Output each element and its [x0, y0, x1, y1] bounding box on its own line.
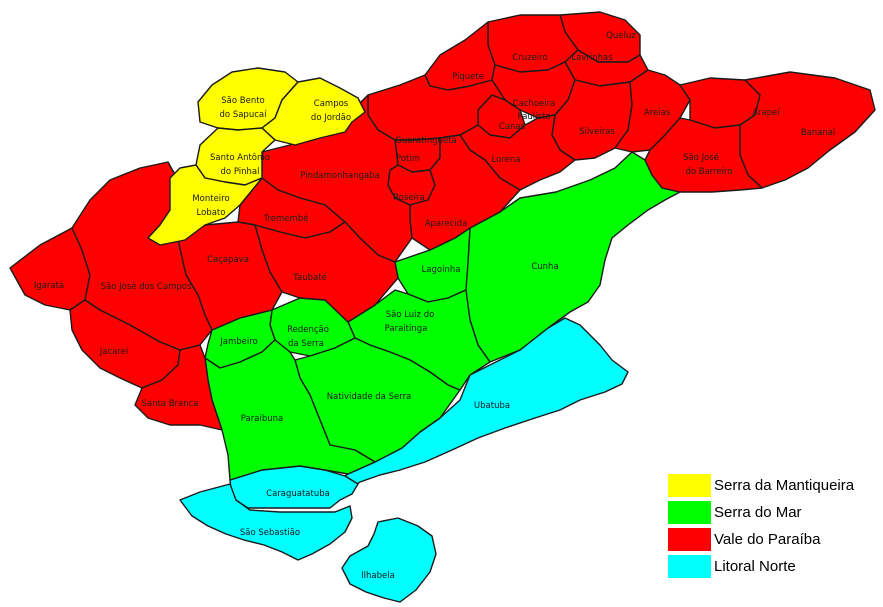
area-campos-jordao[interactable] [261, 77, 366, 146]
area-bananal[interactable] [739, 71, 876, 189]
legend-item-mar[interactable]: Serra do Mar [668, 501, 883, 524]
legend-label-mantiqueira: Serra da Mantiqueira [714, 477, 855, 494]
legend-label-mar: Serra do Mar [714, 504, 802, 521]
label-potim: Potim [396, 154, 420, 164]
region-serra-mantiqueira [147, 67, 366, 246]
legend-item-mantiqueira[interactable]: Serra da Mantiqueira [668, 474, 883, 497]
region-litoral-norte [179, 317, 629, 603]
legend-label-vale: Vale do Paraíba [714, 531, 821, 548]
label-santa-branca: Santa Branca [141, 399, 198, 409]
legend-swatch-vale [668, 528, 711, 551]
label-lorena: Lorena [492, 155, 521, 165]
legend-label-litoral: Litoral Norte [714, 558, 796, 575]
label-pindamonhangaba: Pindamonhangaba [300, 171, 379, 181]
label-jambeiro: Jambeiro [219, 337, 258, 347]
label-queluz: Queluz [606, 31, 636, 41]
label-aparecida: Aparecida [425, 219, 468, 229]
label-taubate: Taubaté [292, 272, 327, 283]
label-arapei: Arapeí [752, 108, 780, 118]
area-sao-jose-barreiro[interactable] [644, 117, 763, 193]
label-roseira: Roseira [393, 193, 424, 203]
label-cruzeiro: Cruzeiro [512, 53, 547, 63]
label-areias: Areias [644, 108, 671, 118]
legend-item-litoral[interactable]: Litoral Norte [668, 555, 883, 578]
label-ubatuba: Ubatuba [474, 401, 510, 411]
region-serra-do-mar [204, 151, 681, 481]
area-monteiro-lobato[interactable] [147, 164, 263, 246]
label-lagoinha: Lagoinha [422, 265, 461, 275]
label-silveiras: Silveiras [579, 127, 615, 137]
label-canas: Canas [499, 122, 526, 132]
label-sao-jose-campos: São José dos Campos [101, 281, 192, 292]
label-natividade: Natividade da Serra [327, 392, 412, 402]
area-santa-branca[interactable] [134, 344, 223, 431]
map-legend: Serra da Mantiqueira Serra do Mar Vale d… [668, 474, 883, 582]
label-tremembe: Tremembé [263, 213, 309, 224]
label-bananal: Bananal [801, 128, 836, 138]
label-cacapava: Caçapava [207, 255, 249, 265]
label-lavrinhas: Lavrinhas [571, 53, 613, 63]
label-sao-sebastiao: São Sebastião [240, 528, 300, 538]
region-vale-do-paraiba [9, 11, 876, 431]
label-jacarei: Jacareí [99, 347, 129, 357]
area-paraibuna[interactable] [204, 339, 376, 481]
label-piquete: Piquete [452, 72, 484, 82]
label-cunha: Cunha [531, 262, 558, 272]
label-caraguatatuba: Caraguatatuba [266, 489, 330, 499]
legend-item-vale[interactable]: Vale do Paraíba [668, 528, 883, 551]
label-guaratingueta: Guaratinguetá [395, 136, 457, 146]
label-paraibuna: Paraibuna [241, 414, 283, 424]
area-ilhabela[interactable] [341, 517, 437, 603]
legend-swatch-mantiqueira [668, 474, 711, 497]
area-sao-sebastiao[interactable] [179, 483, 353, 561]
label-igarata: Igaratá [34, 281, 64, 291]
label-ilhabela: Ilhabela [361, 571, 395, 581]
legend-swatch-mar [668, 501, 711, 524]
legend-swatch-litoral [668, 555, 711, 578]
